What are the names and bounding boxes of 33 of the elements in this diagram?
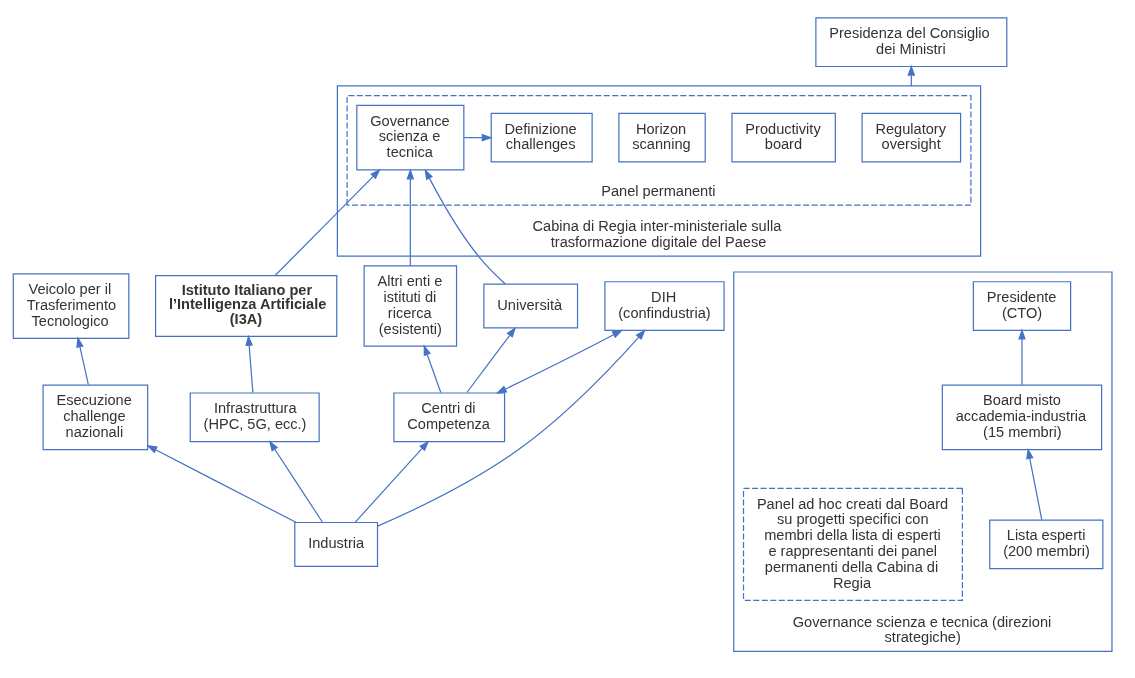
arrow	[495, 329, 623, 394]
arrow	[245, 334, 254, 393]
node-box: Presidenza del Consiglio dei Ministri	[815, 16, 1008, 67]
node-box: Productivity board	[731, 112, 836, 163]
node-box: Presidente (CTO)	[972, 280, 1072, 331]
node-box: Governance scienza e tecnica	[356, 104, 465, 170]
node-box: Università	[483, 283, 579, 329]
arrow	[377, 328, 646, 527]
arrow	[424, 168, 506, 285]
arrow	[354, 440, 430, 523]
node-box: Istituto Italiano per l’Intelligenza Artificiale (I3A)	[154, 274, 338, 337]
arrow	[76, 336, 89, 385]
arrow	[406, 167, 415, 267]
node-box: Infrastruttura (HPC, 5G, ecc.)	[189, 391, 320, 442]
node-box: Veicolo per il Trasferimento Tecnologico	[12, 272, 130, 339]
arrow	[1026, 447, 1043, 520]
node-box: DIH (confindustria)	[604, 280, 725, 331]
node-box: Board misto accademia-industria (15 membri)	[941, 384, 1103, 450]
arrow	[1018, 328, 1026, 385]
node-box: Industria	[294, 521, 379, 567]
node-box: Horizon scanning	[618, 112, 706, 163]
node-box: Esecuzione challenge nazionali	[42, 384, 149, 450]
node-box: Panel ad hoc creati dal Board su progetti specifici con membri della lista di esperti e rappresentanti dei panel permanenti della Cabina di Regia	[742, 487, 963, 601]
node-box: Definizione challenges	[490, 112, 593, 163]
arrow	[268, 439, 323, 523]
node-box: Altri enti e istituti di ricerca (esistenti)	[363, 264, 458, 347]
arrow	[423, 344, 442, 393]
node-box: Regulatory oversight	[861, 112, 962, 163]
arrow	[274, 168, 381, 276]
arrow	[466, 326, 517, 393]
node-box: Lista esperti (200 membri)	[989, 518, 1104, 569]
arrow	[146, 444, 297, 523]
node-box: Centri di Competenza	[393, 391, 506, 442]
